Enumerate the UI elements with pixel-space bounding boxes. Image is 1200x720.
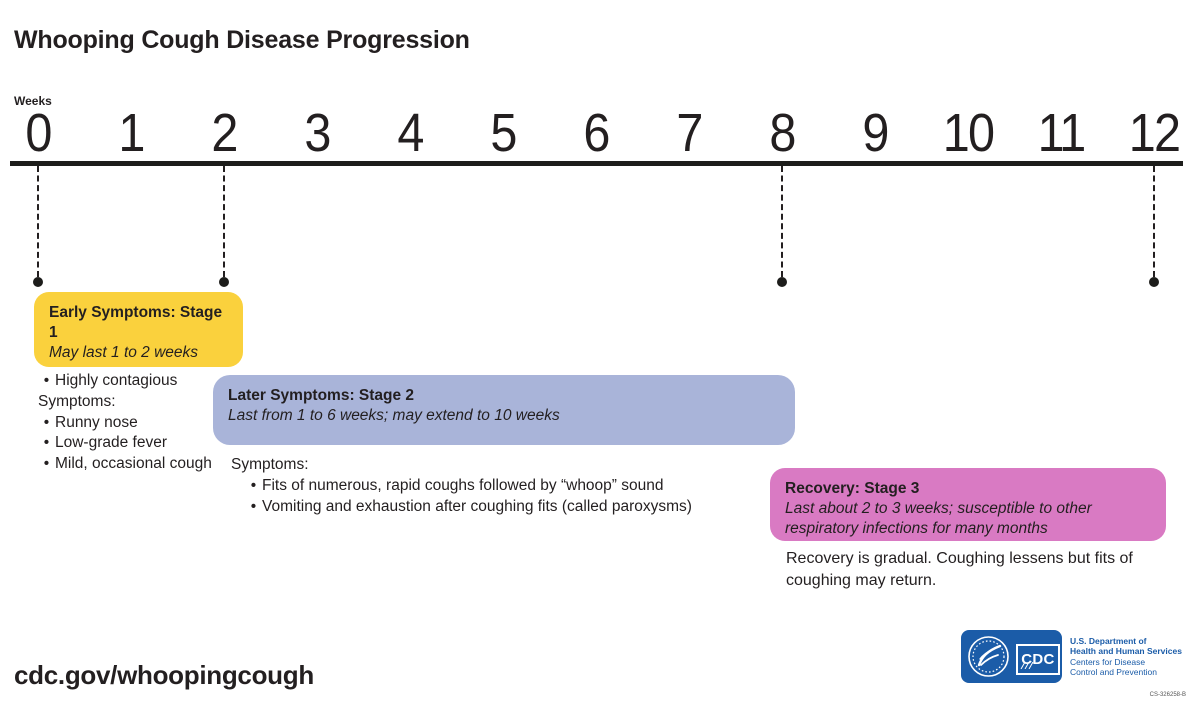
cdc-acronym: CDC [1021,651,1055,668]
timeline-bar [10,161,1183,166]
timeline-marker-dot-week0 [33,277,43,287]
stage2-title: Later Symptoms: Stage 2 [228,387,415,404]
stage2-list-item: Fits of numerous, rapid coughs followed … [231,475,731,496]
timeline-marker-dot-week8 [777,277,787,287]
timeline-connector-week2 [223,166,225,277]
timeline-marker-dot-week12 [1149,277,1159,287]
stage2-symptoms-label: Symptoms: [231,456,309,473]
timeline-connector-week0 [37,166,39,277]
week-tick-9: 9 [862,103,889,163]
week-tick-2: 2 [211,103,238,163]
week-tick-6: 6 [583,103,610,163]
stage1-duration: May last 1 to 2 weeks [49,344,199,361]
stage1-symptoms-label: Symptoms: [38,392,116,410]
stage1-list-item: Low-grade fever [38,433,248,454]
page-title: Whooping Cough Disease Progression [14,26,470,54]
week-tick-12: 12 [1128,103,1181,163]
stage2-list-item: Vomiting and exhaustion after coughing f… [231,496,731,517]
week-tick-3: 3 [304,103,331,163]
cdc-hatch-icon [1020,662,1034,669]
dept-line-2: Health and Human Services [1070,646,1182,657]
timeline-connector-week8 [781,166,783,277]
week-tick-8: 8 [769,103,796,163]
hhs-department-text: U.S. Department of Health and Human Serv… [1070,636,1182,678]
stage1-title: Early Symptoms: Stage 1 [49,304,223,341]
stage1-card: Early Symptoms: Stage 1 May last 1 to 2 … [34,292,243,367]
stage1-list-item: Highly contagious [38,371,248,392]
weeks-axis-label: Weeks [14,94,52,108]
week-tick-10: 10 [942,103,995,163]
stage3-title: Recovery: Stage 3 [785,480,920,497]
dept-line-3: Centers for Disease [1070,656,1146,667]
week-tick-7: 7 [676,103,703,163]
week-tick-11: 11 [1037,103,1087,163]
stage2-duration: Last from 1 to 6 weeks; may extend to 10… [228,407,560,424]
dept-line-4: Control and Prevention [1070,667,1157,678]
stage1-symptom-list: Highly contagious Symptoms: Runny nose L… [38,371,248,475]
stage1-list-item: Mild, occasional cough [38,454,248,475]
cdc-acronym-box: CDC [1016,644,1060,675]
stage3-note: Recovery is gradual. Coughing lessens bu… [786,550,1133,589]
stage2-card: Later Symptoms: Stage 2 Last from 1 to 6… [213,375,795,445]
week-tick-0: 0 [25,103,52,163]
week-tick-1: 1 [118,103,145,163]
stage3-duration: Last about 2 to 3 weeks; susceptible to … [785,500,1092,537]
week-tick-4: 4 [397,103,424,163]
stage2-symptom-list: Symptoms: Fits of numerous, rapid coughs… [231,454,731,517]
cdc-url-text: cdc.gov/whoopingcough [14,660,314,690]
dept-line-1: U.S. Department of [1070,636,1147,646]
hhs-eagle-seal-icon [968,636,1009,677]
week-tick-5: 5 [490,103,517,163]
stage3-card: Recovery: Stage 3 Last about 2 to 3 week… [770,468,1166,541]
timeline-connector-week12 [1153,166,1155,277]
timeline-marker-dot-week2 [219,277,229,287]
stage1-list-item: Runny nose [38,413,248,434]
document-code: CS-326258-B [1149,692,1186,698]
